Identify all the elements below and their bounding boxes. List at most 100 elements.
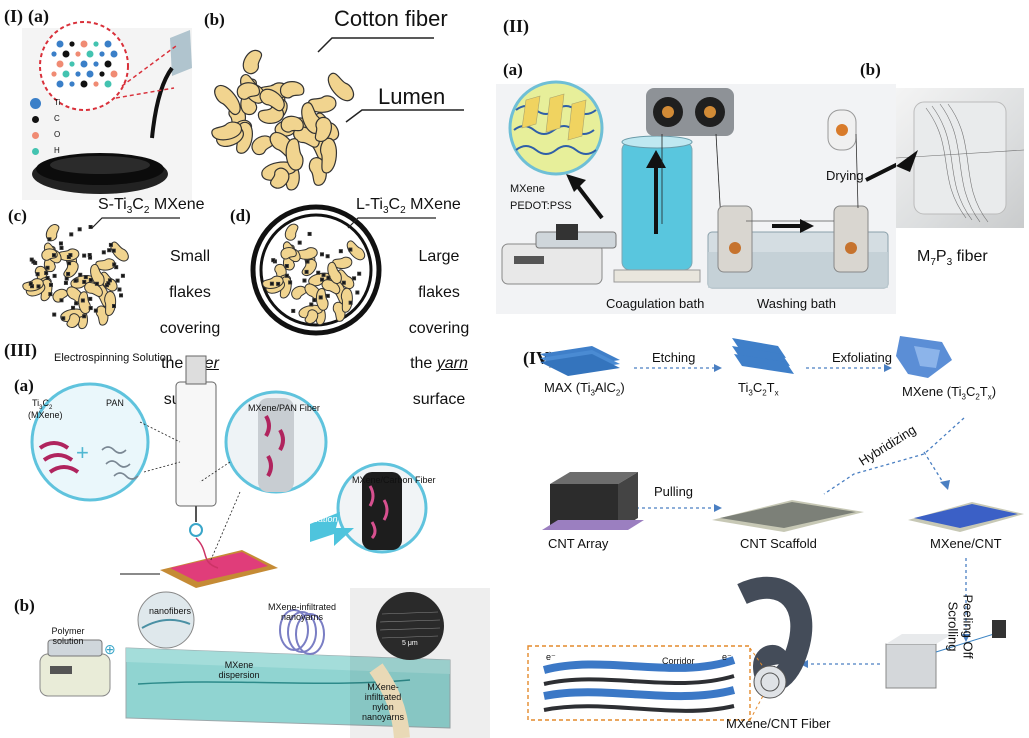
- mxene-flake: [316, 270, 321, 275]
- mxene-flake: [291, 308, 296, 313]
- coagulation-bath-label: Coagulation bath: [606, 296, 705, 311]
- mxene-flake: [117, 287, 122, 292]
- mxene-flake: [112, 304, 117, 309]
- mxene-flake: [297, 240, 302, 245]
- lattice-atom: [99, 51, 105, 57]
- mxene-flake: [318, 295, 323, 300]
- lattice-atom: [110, 50, 118, 58]
- lattice-atom: [80, 40, 88, 48]
- mxene-flake: [66, 271, 71, 276]
- carbonization-label: Carbonization: [282, 514, 338, 524]
- mxene-flake: [59, 245, 64, 250]
- panel-II-label: (II): [503, 16, 529, 36]
- lattice-atom: [99, 71, 105, 77]
- mxene-flake: [111, 248, 116, 253]
- lattice-atom: [62, 50, 70, 58]
- cotton-fiber-shape: [236, 82, 261, 100]
- lattice-atom: [69, 41, 75, 47]
- mxene-flake: [52, 312, 57, 317]
- mxene-flake: [326, 275, 331, 280]
- mxene-flake: [120, 273, 125, 278]
- mxene-flake: [320, 277, 325, 282]
- mxene-label: MXene: [510, 183, 545, 195]
- m7p3-fiber-label: M7P3 fiber: [917, 248, 988, 269]
- mxene-flake: [67, 261, 72, 266]
- large-flake-yarn-illustration: [250, 204, 382, 336]
- mxene-flake: [94, 281, 99, 286]
- cotton-fiber-shape: [285, 138, 304, 171]
- mxene-flake: [115, 278, 120, 283]
- spinning-setup-drawing: [496, 84, 899, 314]
- panel-I-b-label: (b): [204, 10, 225, 29]
- legend-label-h: H: [54, 146, 60, 155]
- lattice-atom: [104, 80, 112, 88]
- lattice-atom: [110, 70, 118, 78]
- legend-label-c: C: [54, 114, 60, 123]
- mxene-flake: [69, 232, 74, 237]
- mxene-flake: [284, 264, 289, 269]
- mxene-flake: [101, 250, 106, 255]
- crystal-structure-magnifier: [39, 21, 177, 111]
- mxene-flake: [87, 253, 92, 258]
- cotton-fiber-shape: [307, 95, 337, 113]
- lumen-label: Lumen: [378, 84, 446, 109]
- mxene-flake: [88, 278, 93, 283]
- mxene-flake: [83, 275, 88, 280]
- cotton-fiber-pointer: [317, 37, 434, 53]
- mxene-flake: [312, 298, 317, 303]
- max-stack-icon: [540, 346, 620, 376]
- mxene-flake: [47, 237, 52, 242]
- mxene-flake: [107, 248, 112, 253]
- mxene-flake: [71, 305, 76, 310]
- cotton-fiber-shape: [104, 291, 117, 316]
- mxene-dish-illustration: [22, 28, 192, 200]
- mxene-flake: [304, 269, 309, 274]
- lattice-atom: [93, 81, 99, 87]
- mxene-flake: [305, 259, 310, 264]
- l-ti3c2-mxene-title: L-Ti3C2 MXene: [356, 196, 461, 217]
- mxene-flake: [108, 242, 113, 247]
- mxene-flake: [45, 275, 50, 280]
- lattice-atom: [56, 60, 64, 68]
- lattice-atom: [86, 70, 94, 78]
- legend-item-h: H: [30, 144, 90, 160]
- legend-item-o: O: [30, 128, 90, 144]
- mxene-flake: [93, 308, 98, 313]
- lattice-atom: [86, 50, 94, 58]
- washing-bath-label: Washing bath: [757, 296, 837, 311]
- lattice-atom: [56, 80, 64, 88]
- cotton-fiber-shape: [340, 287, 353, 313]
- cotton-fiber-shape: [41, 248, 58, 261]
- mxene-flake: [269, 281, 274, 286]
- mxene-flake: [28, 281, 33, 286]
- mxene-ti3c2tx-label: MXene (Ti3C2Tx): [902, 384, 997, 402]
- mxene-flake: [276, 281, 281, 286]
- mxene-flake: [78, 272, 83, 277]
- mxene-flake: [341, 280, 346, 285]
- panel-I-c-label: (c): [8, 206, 27, 225]
- lattice-atom: [80, 80, 88, 88]
- panel-I-a-label: (a): [28, 6, 49, 26]
- mxene-flake: [112, 262, 117, 267]
- mxene-flake: [77, 227, 82, 232]
- l-mxene-pointer: [347, 217, 436, 229]
- drying-label: Drying: [826, 168, 864, 183]
- legend-label-ti: Ti: [54, 98, 61, 107]
- mxene-flake: [325, 254, 330, 259]
- cotton-fiber-shape: [269, 167, 290, 189]
- cotton-fiber-shape: [214, 84, 241, 116]
- mxene-flake: [88, 224, 93, 229]
- pedot-pss-label: PEDOT:PSS: [510, 200, 572, 212]
- lattice-atom: [80, 60, 88, 68]
- cotton-fiber-shape: [259, 88, 285, 112]
- lattice-atom: [75, 71, 81, 77]
- ti3c2tx-label: Ti3C2Tx: [738, 380, 779, 398]
- svg-text:+: +: [76, 440, 89, 465]
- lattice-atom: [69, 61, 75, 67]
- cnt-array-label: CNT Array: [548, 536, 609, 551]
- fiber-spinning-apparatus: [496, 84, 899, 314]
- mxene-flake: [59, 298, 64, 303]
- mxene-flake: [44, 271, 49, 276]
- panel-II-b-label: (b): [860, 60, 881, 79]
- s-ti3c2-mxene-title: S-Ti3C2 MXene: [98, 196, 205, 217]
